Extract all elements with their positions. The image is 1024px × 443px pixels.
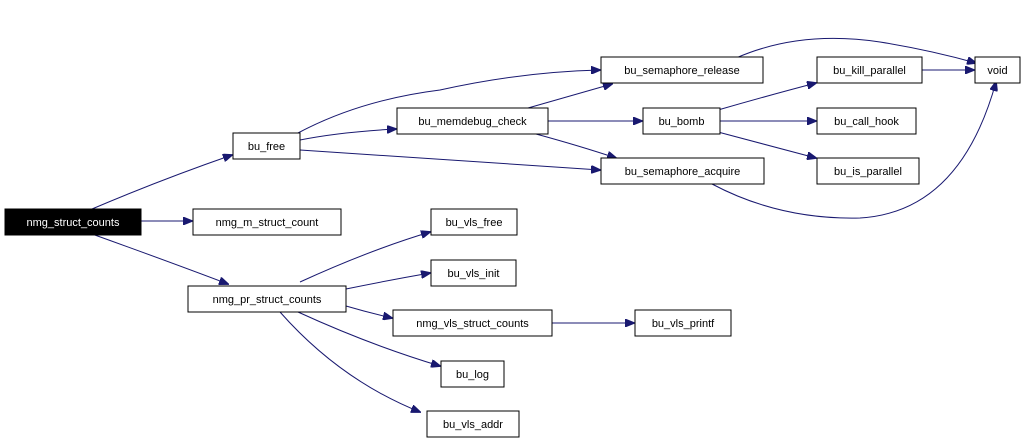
node-bu-bomb[interactable]: bu_bomb <box>642 107 721 135</box>
edges <box>91 37 996 412</box>
node-bu-semaphore-acquire[interactable]: bu_semaphore_acquire <box>600 157 765 185</box>
edge-pr-bu-log <box>297 311 440 366</box>
node-label: nmg_m_struct_count <box>216 217 319 229</box>
node-label: bu_vls_printf <box>652 318 715 330</box>
node-bu-kill-parallel[interactable]: bu_kill_parallel <box>816 56 923 84</box>
edge-bu-free-memdebug-check <box>299 129 396 141</box>
edge-bomb-is-parallel <box>717 131 816 158</box>
edge-root-nmg-pr-struct-counts <box>91 233 228 284</box>
node-label: bu_vls_free <box>446 217 503 229</box>
node-label: bu_is_parallel <box>834 166 902 178</box>
node-bu-free[interactable]: bu_free <box>232 132 301 160</box>
node-bu-call-hook[interactable]: bu_call_hook <box>816 107 917 135</box>
node-label: void <box>987 65 1007 77</box>
node-label: nmg_struct_counts <box>27 217 120 229</box>
node-bu-vls-addr[interactable]: bu_vls_addr <box>426 410 520 438</box>
node-label: bu_call_hook <box>834 116 899 128</box>
node-bu-vls-free[interactable]: bu_vls_free <box>430 208 518 236</box>
edge-memdebug-semaphore-acquire <box>535 133 616 158</box>
node-nmg-m-struct-count[interactable]: nmg_m_struct_count <box>192 208 342 236</box>
node-nmg-pr-struct-counts[interactable]: nmg_pr_struct_counts <box>187 285 347 313</box>
edge-pr-nmg-vls-struct-counts <box>345 305 392 318</box>
node-nmg-vls-struct-counts[interactable]: nmg_vls_struct_counts <box>392 309 553 337</box>
edge-bu-free-semaphore-acquire <box>299 149 600 170</box>
edge-semaphore-acquire-void <box>711 82 996 219</box>
node-label: bu_vls_addr <box>443 419 503 431</box>
node-bu-vls-init[interactable]: bu_vls_init <box>430 259 517 287</box>
node-label: bu_semaphore_acquire <box>625 166 741 178</box>
edge-bu-free-semaphore-release <box>297 70 600 134</box>
node-bu-vls-printf[interactable]: bu_vls_printf <box>634 309 732 337</box>
node-nmg-struct-counts[interactable]: nmg_struct_counts <box>4 208 142 236</box>
node-label: bu_kill_parallel <box>833 65 906 77</box>
edge-pr-vls-addr <box>279 311 420 412</box>
edge-bomb-kill-parallel <box>717 83 816 111</box>
edge-pr-vls-init <box>345 273 430 290</box>
node-label: bu_memdebug_check <box>418 116 527 128</box>
node-label: bu_log <box>456 369 489 381</box>
edge-root-bu-free <box>91 155 232 210</box>
node-label: bu_bomb <box>659 116 705 128</box>
node-label: bu_free <box>248 141 285 153</box>
node-bu-memdebug-check[interactable]: bu_memdebug_check <box>396 107 549 135</box>
node-label: bu_semaphore_release <box>624 65 740 77</box>
edge-pr-vls-free <box>299 232 430 283</box>
node-label: bu_vls_init <box>448 268 500 280</box>
node-label: nmg_vls_struct_counts <box>416 318 529 330</box>
node-bu-semaphore-release[interactable]: bu_semaphore_release <box>600 56 764 84</box>
edge-memdebug-semaphore-release <box>527 84 612 109</box>
edge-semaphore-release-void <box>735 37 976 63</box>
node-bu-is-parallel[interactable]: bu_is_parallel <box>816 157 920 185</box>
node-void[interactable]: void <box>974 56 1021 84</box>
node-label: nmg_pr_struct_counts <box>213 294 322 306</box>
node-bu-log[interactable]: bu_log <box>440 360 505 388</box>
